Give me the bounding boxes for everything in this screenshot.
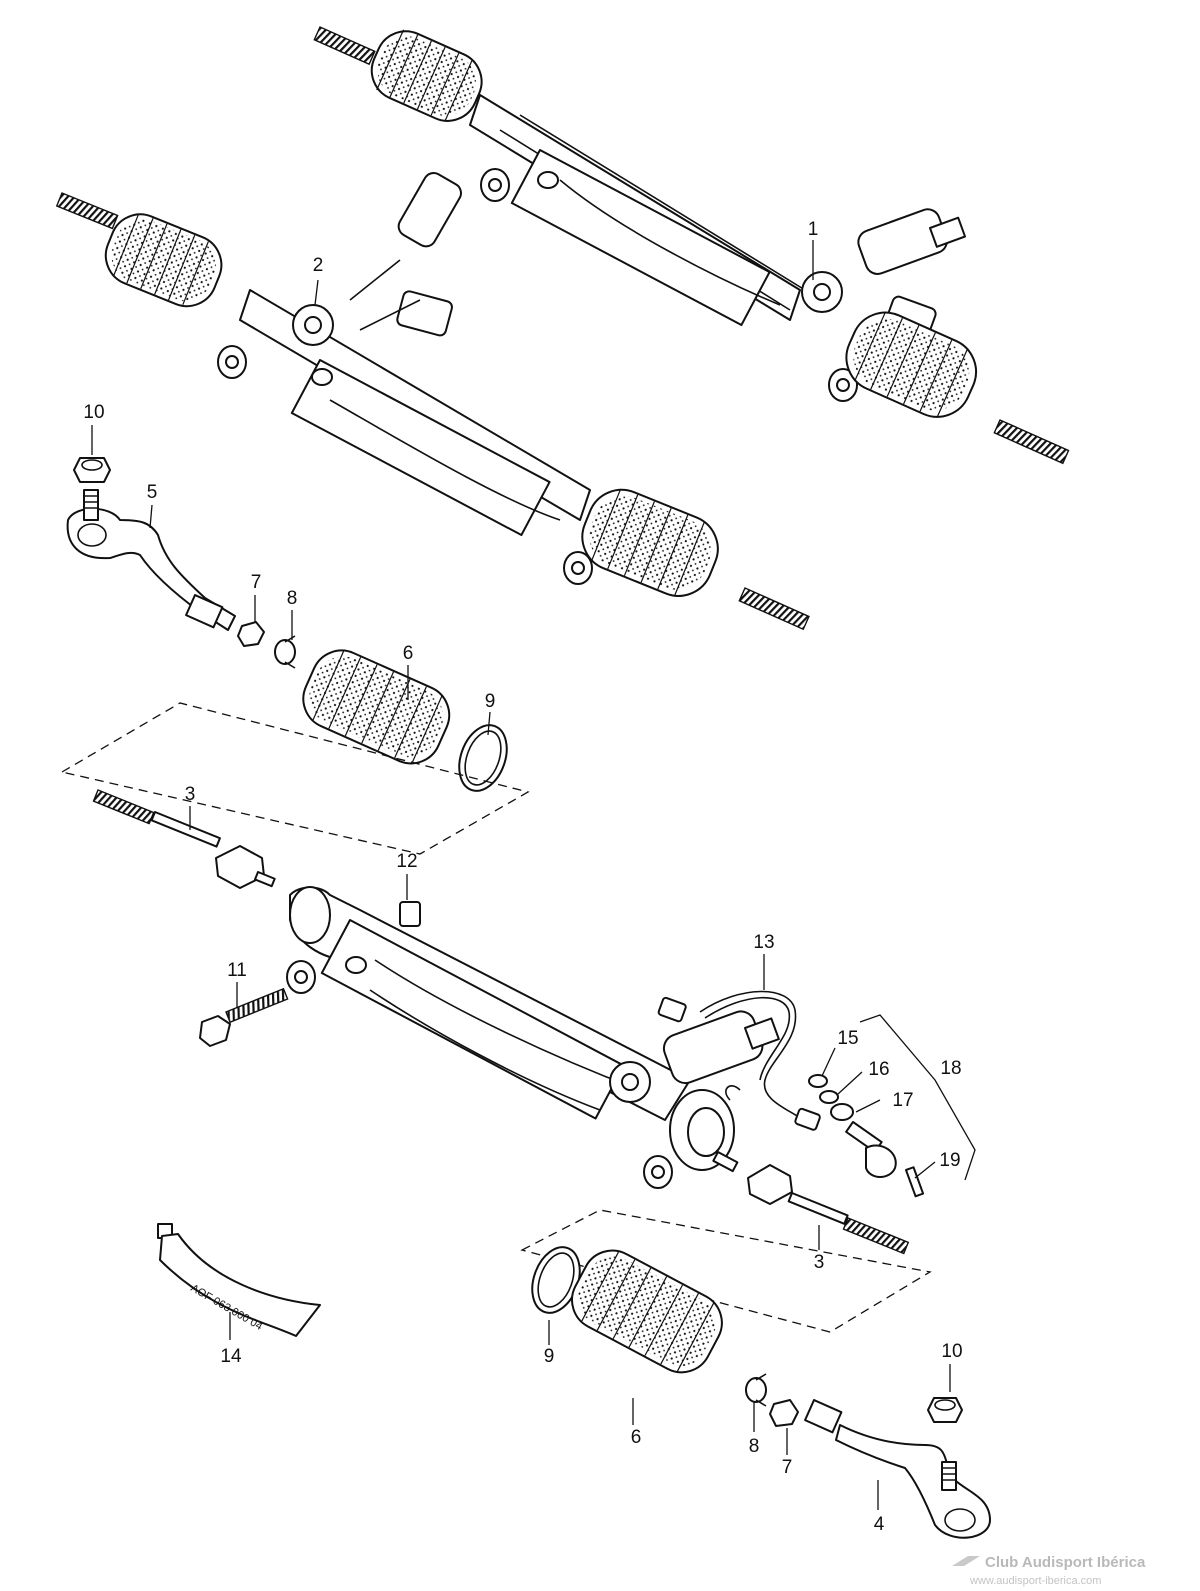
nut-10-right: [927, 1397, 963, 1423]
grease-tube-14: AOF 063 000 04: [157, 1223, 321, 1337]
watermark: Club Audisport Ibérica www.audisport-ibe…: [952, 1554, 1146, 1587]
callout-10-top: 10: [83, 402, 104, 423]
nut-7-left: [237, 621, 265, 647]
callout-3-left: 3: [185, 784, 196, 805]
o-ring-15: [808, 1074, 828, 1088]
steering-rack-1: [313, 26, 1070, 465]
o-ring-17: [830, 1103, 854, 1121]
watermark-name: Club Audisport Ibérica: [985, 1554, 1146, 1571]
callout-5: 5: [147, 482, 158, 503]
clip-8-right: [745, 1373, 767, 1407]
screw-19: [905, 1166, 925, 1198]
callout-2: 2: [313, 255, 324, 276]
callout-9-bottom: 9: [544, 1346, 555, 1367]
sensor-18: [845, 1121, 897, 1178]
dashed-group-right: [520, 1209, 932, 1333]
callout-7-top: 7: [251, 572, 262, 593]
boot-6-left: [302, 649, 451, 765]
callout-8-bottom: 8: [749, 1436, 760, 1457]
boot-6-right: [571, 1249, 723, 1374]
callout-11: 11: [227, 960, 247, 981]
wiring-harness-13: [657, 990, 821, 1131]
callout-13: 13: [753, 932, 774, 953]
audi-logo-icon: [952, 1556, 980, 1566]
callout-16: 16: [868, 1059, 889, 1080]
callout-10-bottom: 10: [941, 1341, 962, 1362]
callout-4: 4: [874, 1514, 885, 1535]
callout-19: 19: [939, 1150, 960, 1171]
tie-rod-end-left: [66, 489, 236, 631]
callout-6-top: 6: [403, 643, 414, 664]
tie-rod-end-right: [804, 1398, 991, 1539]
callout-17: 17: [892, 1090, 913, 1111]
callout-7-bottom: 7: [782, 1457, 793, 1478]
clip-8-left: [274, 635, 296, 669]
bolt-11: [199, 987, 289, 1047]
clamp-9-left: [458, 724, 508, 792]
inner-tie-rod-3-left: [92, 789, 276, 889]
clamp-9-right: [531, 1246, 581, 1314]
callout-6-bottom: 6: [631, 1427, 642, 1448]
callout-15: 15: [837, 1028, 858, 1049]
nut-10-left: [73, 457, 111, 483]
o-ring-16: [819, 1090, 839, 1104]
callout-12: 12: [396, 851, 417, 872]
bracket-18: [859, 1014, 976, 1181]
callout-18: 18: [940, 1058, 961, 1079]
nut-7-right: [769, 1399, 799, 1427]
inner-tie-rod-3-right: [747, 1164, 910, 1255]
callout-3-right: 3: [814, 1252, 825, 1273]
steering-rack-2: [55, 172, 810, 631]
steering-rack-main: [286, 886, 780, 1189]
callout-9-top: 9: [485, 691, 496, 712]
leader-lines: [91, 240, 951, 1510]
clip-12: [399, 901, 421, 927]
callout-1: 1: [808, 219, 819, 240]
callout-8-top: 8: [287, 588, 298, 609]
callout-14: 14: [220, 1346, 242, 1367]
watermark-url: www.audisport-iberica.com: [969, 1575, 1101, 1587]
dashed-group-left: [60, 702, 530, 855]
callout-labels: 1 2 10 5 7 8 6 9 3 12 13 11 15 18 16 17 …: [83, 219, 962, 1535]
